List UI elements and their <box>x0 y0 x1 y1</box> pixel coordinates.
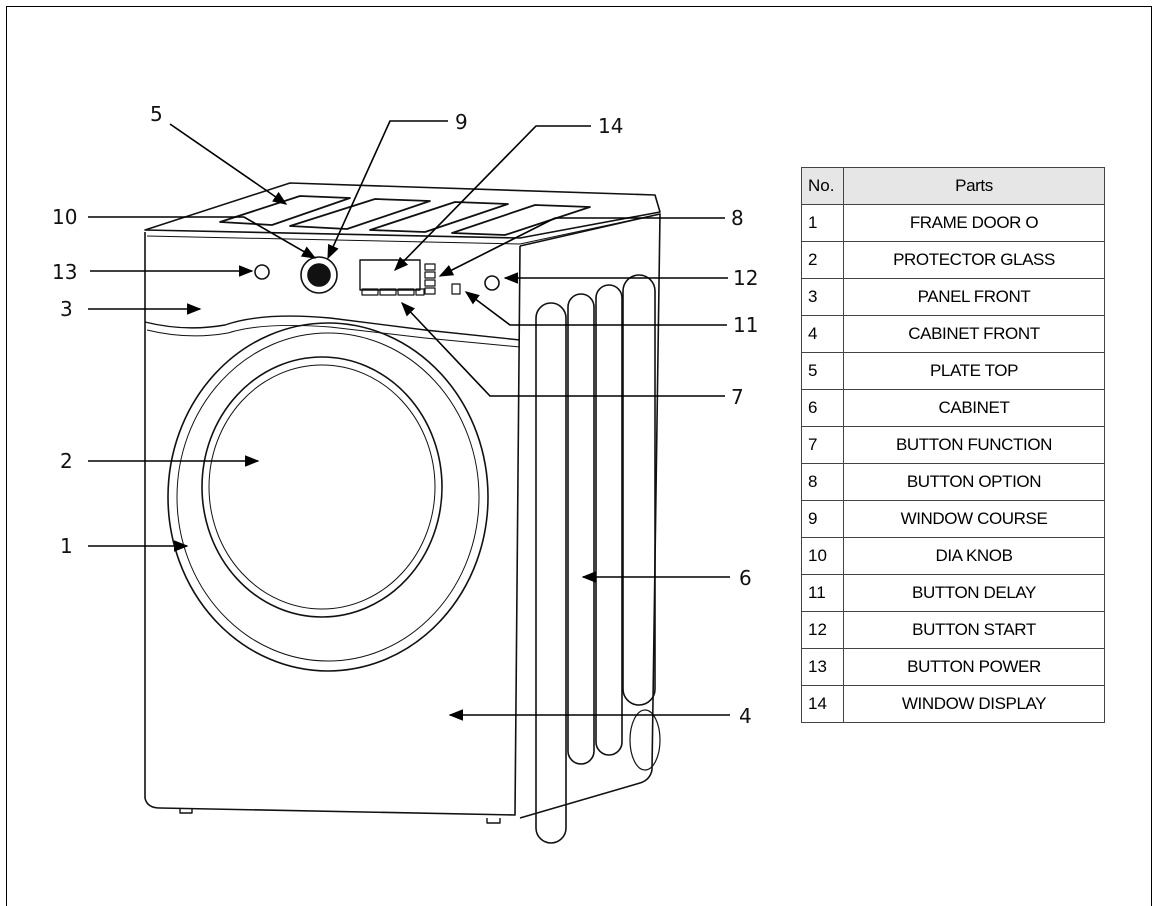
front-cabinet <box>144 232 521 816</box>
callout-numbers: 1 2 3 4 5 6 7 8 9 10 11 12 13 14 <box>52 102 758 728</box>
leader-7 <box>401 301 725 397</box>
side-ribs <box>535 274 656 844</box>
callout-14: 14 <box>598 114 623 138</box>
row-no: 14 <box>801 685 844 723</box>
callout-4: 4 <box>739 704 752 728</box>
callout-2: 2 <box>60 449 73 473</box>
row-no: 2 <box>801 241 844 279</box>
callout-lines <box>88 120 730 721</box>
row-no: 10 <box>801 537 844 575</box>
leader-14 <box>393 125 591 272</box>
callout-10: 10 <box>52 205 77 229</box>
start-button-drawing <box>484 275 500 291</box>
row-part: BUTTON DELAY <box>843 574 1105 612</box>
row-part: FRAME DOOR O <box>843 204 1105 242</box>
row-part: CABINET <box>843 389 1105 427</box>
row-no: 9 <box>801 500 844 538</box>
row-no: 3 <box>801 278 844 316</box>
callout-11: 11 <box>733 313 758 337</box>
row-part: PROTECTOR GLASS <box>843 241 1105 279</box>
feet <box>179 808 501 824</box>
callout-8: 8 <box>731 206 744 230</box>
row-no: 7 <box>801 426 844 464</box>
function-buttons <box>361 288 425 296</box>
leader-11 <box>464 291 727 326</box>
row-part: BUTTON START <box>843 611 1105 649</box>
leader-10 <box>88 216 317 259</box>
leader-5 <box>169 123 288 205</box>
leader-9 <box>327 120 448 260</box>
header-parts: Parts <box>843 167 1105 205</box>
row-part: BUTTON POWER <box>843 648 1105 686</box>
callout-12: 12 <box>733 266 758 290</box>
door-glass <box>201 356 443 618</box>
page-frame <box>6 6 1152 906</box>
door-frame <box>167 322 489 672</box>
callout-9: 9 <box>455 110 468 134</box>
dia-knob <box>300 256 338 294</box>
callout-3: 3 <box>60 297 73 321</box>
row-part: PANEL FRONT <box>843 278 1105 316</box>
row-no: 6 <box>801 389 844 427</box>
dryer-illustration <box>144 182 661 844</box>
row-part: CABINET FRONT <box>843 315 1105 353</box>
leader-8 <box>438 217 725 277</box>
row-no: 1 <box>801 204 844 242</box>
row-part: PLATE TOP <box>843 352 1105 390</box>
header-no: No. <box>801 167 844 205</box>
row-part: BUTTON FUNCTION <box>843 426 1105 464</box>
option-buttons <box>424 263 461 295</box>
table-header-row: No. Parts <box>801 167 1105 205</box>
row-no: 5 <box>801 352 844 390</box>
callout-6: 6 <box>739 566 752 590</box>
callout-13: 13 <box>52 260 77 284</box>
callout-1: 1 <box>60 534 73 558</box>
side-cabinet <box>519 213 661 819</box>
row-no: 11 <box>801 574 844 612</box>
row-part: BUTTON OPTION <box>843 463 1105 501</box>
row-no: 4 <box>801 315 844 353</box>
power-button-drawing <box>254 264 270 280</box>
row-no: 8 <box>801 463 844 501</box>
row-no: 13 <box>801 648 844 686</box>
callout-5: 5 <box>150 102 163 126</box>
display-window <box>359 259 421 291</box>
row-part: WINDOW DISPLAY <box>843 685 1105 723</box>
control-panel-edge <box>144 315 521 341</box>
row-part: DIA KNOB <box>843 537 1105 575</box>
row-part: WINDOW COURSE <box>843 500 1105 538</box>
callout-7: 7 <box>731 385 744 409</box>
row-no: 12 <box>801 611 844 649</box>
